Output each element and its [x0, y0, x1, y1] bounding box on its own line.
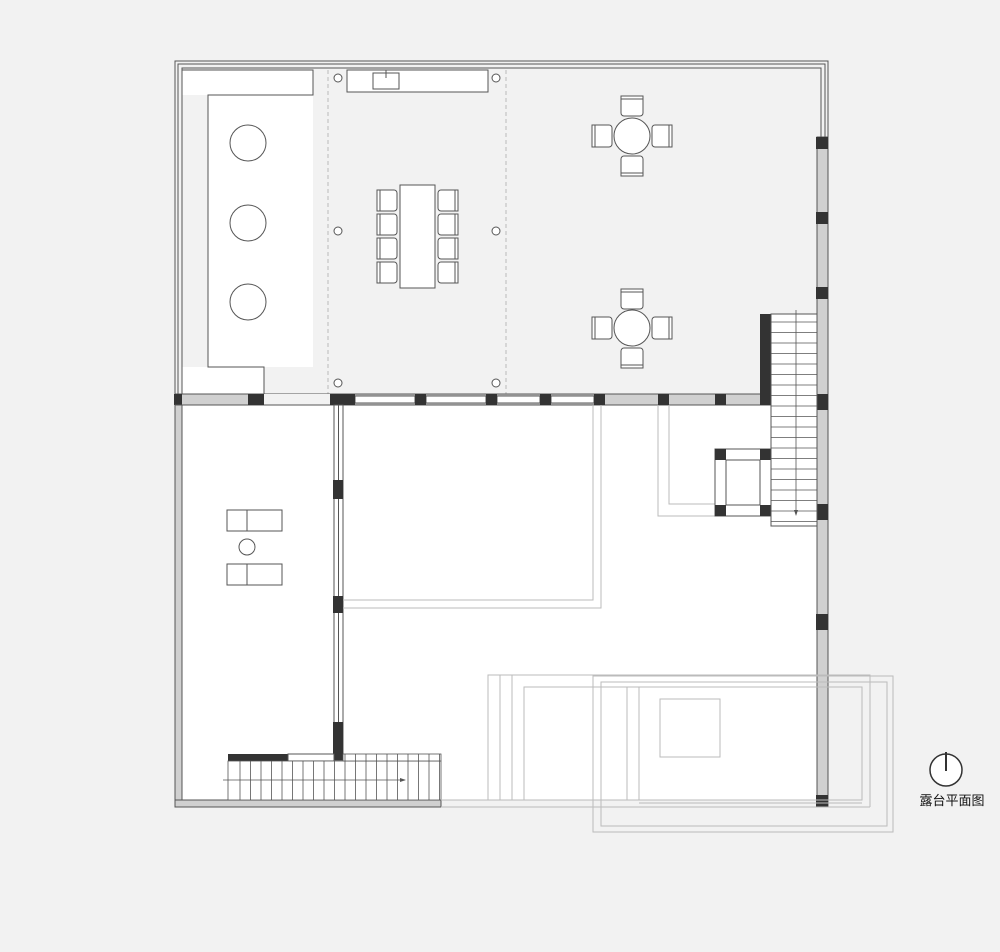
pool-planter [659, 698, 721, 758]
round-table-set [591, 95, 673, 177]
sink-counter [346, 69, 489, 93]
round-table [613, 309, 651, 347]
pergola-post [491, 73, 501, 83]
pergola [327, 70, 507, 394]
side-table [238, 538, 256, 556]
right-wall [816, 136, 829, 808]
terrace-parapet [174, 60, 829, 400]
right-wall-columns [816, 137, 828, 807]
pergola-post [491, 226, 501, 236]
bar-stool [229, 124, 267, 162]
drawing-title: 露台平面图 [919, 794, 985, 809]
lounge-chair [226, 563, 283, 586]
bar-counter-outline [182, 69, 314, 395]
north-arrow-icon [929, 752, 963, 787]
void-outline [343, 405, 602, 609]
dining-table-group [376, 184, 459, 289]
round-table-set [591, 288, 673, 369]
dining-table [399, 184, 436, 289]
pergola-post [333, 226, 343, 236]
deck-outer [592, 675, 894, 833]
right-staircase [760, 310, 818, 527]
stair-landing [657, 405, 772, 517]
pergola-post [333, 378, 343, 388]
bar-stool [229, 204, 267, 242]
lower-left-room [182, 405, 334, 800]
entrance-staircase [223, 753, 442, 801]
pergola-post [491, 378, 501, 388]
lounge-set [226, 509, 283, 586]
terrace-bar-bottom [182, 367, 264, 395]
mid-wall [174, 393, 771, 406]
terrace-bar-top [182, 70, 313, 95]
bar-stools [229, 124, 267, 321]
bar-stool [229, 283, 267, 321]
pergola-post [333, 73, 343, 83]
round-table [613, 117, 651, 155]
lounge-chair [226, 509, 283, 532]
interior-wall-vertical [333, 404, 344, 761]
pool-deck-outline [441, 674, 894, 833]
